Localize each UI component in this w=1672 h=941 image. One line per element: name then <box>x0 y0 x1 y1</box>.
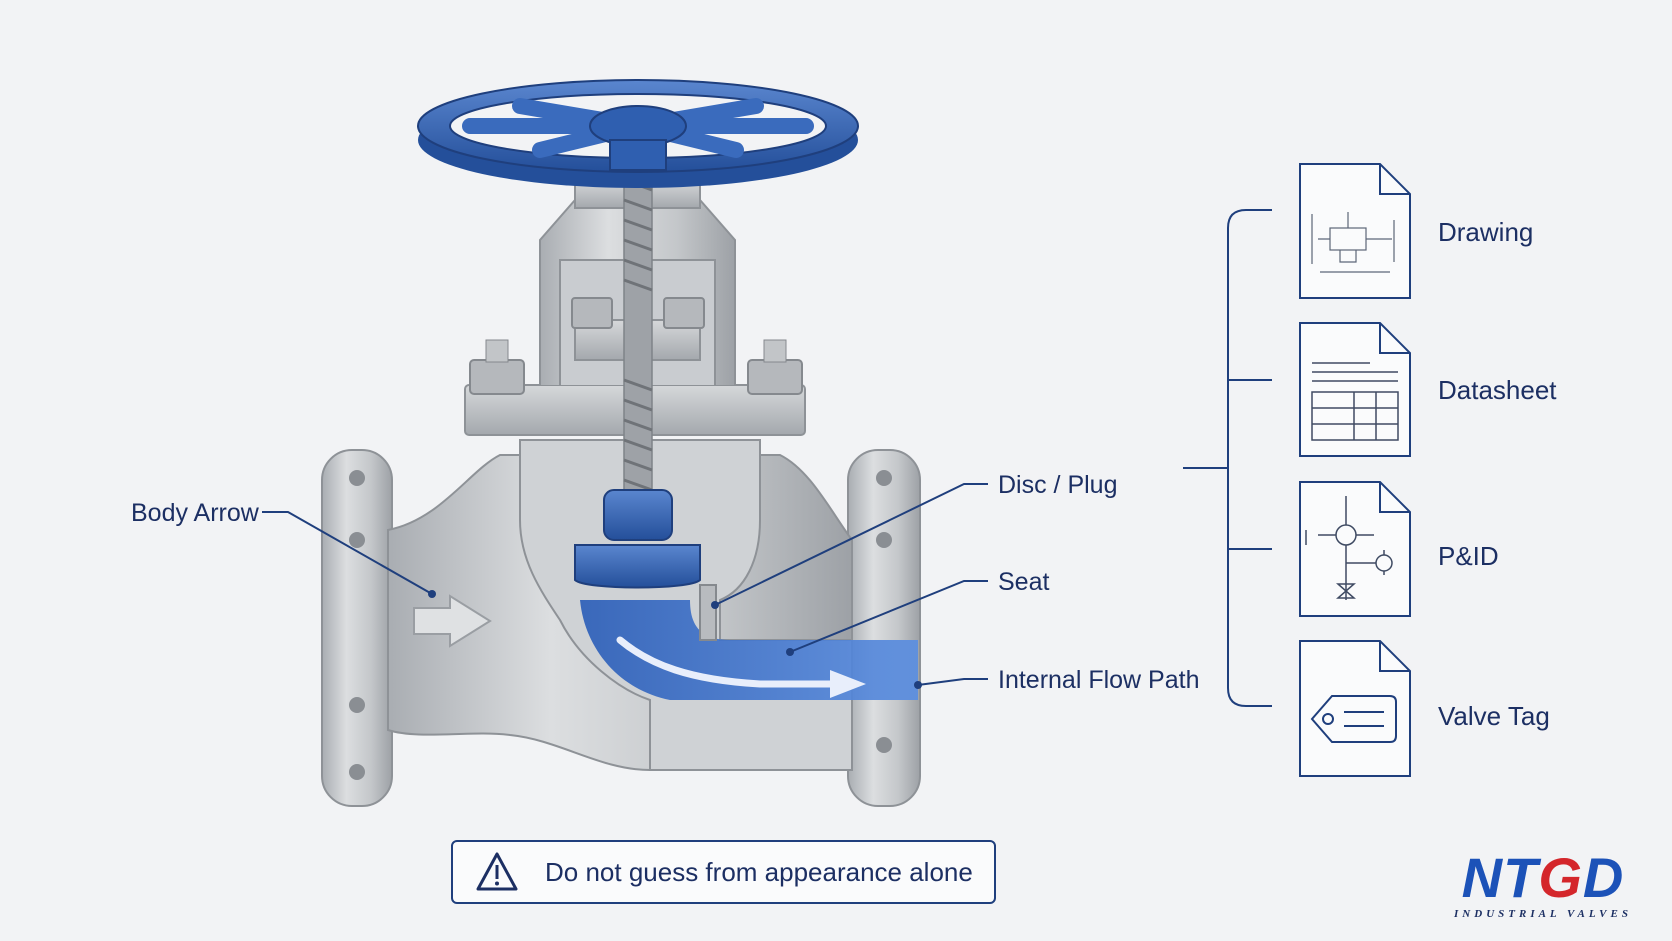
body-arrow-icon <box>413 594 492 648</box>
logo-mark-left: NT <box>1461 846 1539 909</box>
warning-triangle-icon <box>476 852 518 891</box>
handwheel <box>417 79 859 188</box>
documents-bracket <box>1183 209 1272 707</box>
inlet-flange <box>321 449 393 807</box>
logo-subtitle: INDUSTRIAL VALVES <box>1454 908 1632 920</box>
valve-seat <box>699 584 717 641</box>
bonnet-bolts <box>469 297 803 395</box>
callout-dots <box>428 590 922 689</box>
label-seat: Seat <box>998 568 1049 596</box>
callout-lines <box>262 483 988 686</box>
doc-label-drawing: Drawing <box>1438 217 1533 247</box>
disc-plug <box>574 489 701 589</box>
flow-arrow-head <box>830 670 866 698</box>
warning-banner: Do not guess from appearance alone <box>451 840 996 904</box>
datasheet-doc-icon <box>1299 322 1411 457</box>
doc-label-datasheet: Datasheet <box>1438 375 1557 405</box>
outlet-flange <box>847 449 921 807</box>
label-internal-flow-path: Internal Flow Path <box>998 666 1200 694</box>
label-disc-plug: Disc / Plug <box>998 471 1117 499</box>
label-body-arrow: Body Arrow <box>131 499 260 527</box>
valve-stem <box>623 164 653 496</box>
doc-label-pid: P&ID <box>1438 541 1499 571</box>
logo-mark-right: D <box>1582 846 1625 909</box>
pid-doc-icon <box>1299 481 1411 617</box>
warning-text: Do not guess from appearance alone <box>545 856 973 887</box>
company-logo: NTGD INDUSTRIAL VALVES <box>1428 850 1658 921</box>
doc-label-valve-tag: Valve Tag <box>1438 701 1550 731</box>
drawing-doc-icon <box>1299 163 1411 299</box>
logo-mark: NTGD <box>1428 850 1658 906</box>
logo-mark-accent: G <box>1538 846 1583 909</box>
valve-tag-doc-icon <box>1299 640 1411 777</box>
flow-arrow <box>616 636 844 688</box>
